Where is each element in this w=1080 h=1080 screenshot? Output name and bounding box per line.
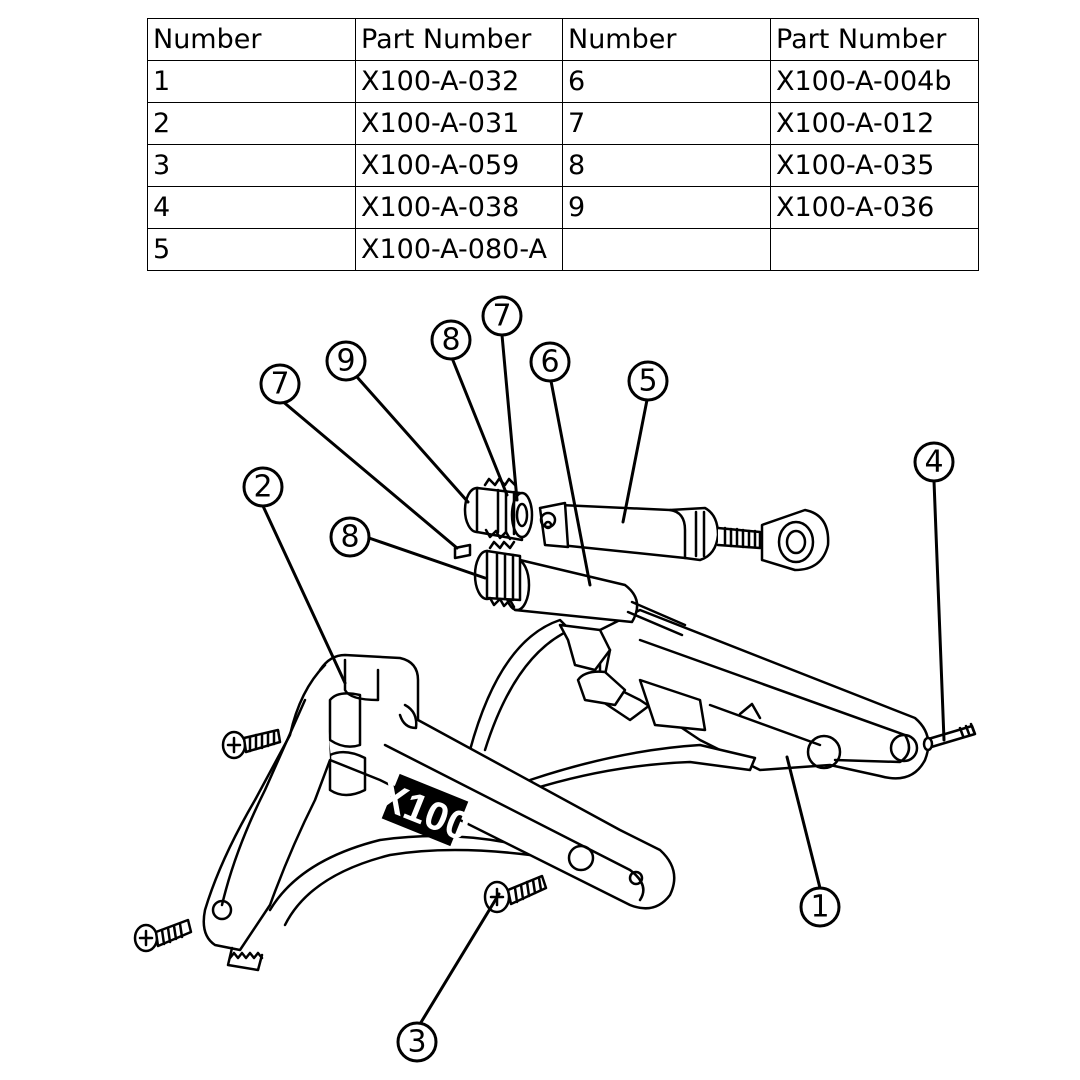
callout-3: 3 — [396, 1021, 438, 1063]
table-row: 5 X100-A-080-A — [147, 228, 979, 271]
header-cell-part-number: Part Number — [770, 18, 979, 61]
header-cell-part-number: Part Number — [355, 18, 563, 61]
table-cell — [562, 228, 771, 271]
screw-left-upper — [221, 728, 282, 760]
upper-gear-assembly — [463, 477, 534, 542]
table-cell: 9 — [562, 186, 771, 229]
table-cell: 6 — [562, 60, 771, 103]
callout-label: 8 — [340, 520, 359, 555]
table-row: 4 X100-A-038 9 X100-A-036 — [147, 186, 979, 229]
table-cell: X100-A-036 — [770, 186, 979, 229]
callout-label: 3 — [407, 1025, 426, 1060]
table-cell: X100-A-012 — [770, 102, 979, 145]
table-cell: X100-A-059 — [355, 144, 563, 187]
screw-front — [483, 874, 548, 914]
leader-lines — [261, 333, 946, 1026]
lower-gear-assembly — [453, 540, 522, 609]
callout-8-upper: 8 — [430, 319, 472, 361]
table-cell: 8 — [562, 144, 771, 187]
pin-part — [922, 722, 977, 752]
frame-curve-lower — [268, 834, 532, 927]
callout-label: 5 — [638, 364, 657, 399]
left-frame — [202, 663, 332, 952]
upper-arm-part — [528, 608, 930, 792]
parts-table: Number Part Number Number Part Number 1 … — [147, 18, 979, 271]
callout-6: 6 — [529, 341, 571, 383]
table-row: 1 X100-A-032 6 X100-A-004b — [147, 60, 979, 103]
lower-arm-part — [318, 653, 676, 910]
exploded-assembly-diagram: X100 1 2 3 4 5 6 7 7 8 8 9 — [133, 295, 977, 1063]
header-cell-number: Number — [147, 18, 356, 61]
callout-1: 1 — [799, 886, 841, 928]
table-cell: 4 — [147, 186, 356, 229]
callout-label: 7 — [270, 367, 289, 402]
table-row: 2 X100-A-031 7 X100-A-012 — [147, 102, 979, 145]
screw-left-lower — [133, 918, 193, 953]
table-cell: X100-A-080-A — [355, 228, 563, 271]
callout-label: 7 — [492, 299, 511, 334]
callout-label: 1 — [810, 890, 829, 925]
table-header-row: Number Part Number Number Part Number — [147, 18, 979, 61]
table-cell: 2 — [147, 102, 356, 145]
gear-segment — [226, 946, 264, 972]
callout-label: 4 — [924, 445, 943, 480]
callout-label: 8 — [441, 323, 460, 358]
table-cell: X100-A-035 — [770, 144, 979, 187]
pivot-hole — [211, 899, 233, 921]
motor-part — [503, 558, 707, 732]
table-cell: 1 — [147, 60, 356, 103]
frame-curve — [468, 618, 572, 752]
callout-label: 2 — [253, 470, 272, 505]
callout-2: 2 — [242, 466, 284, 508]
gear-teeth — [228, 951, 264, 960]
header-cell-number: Number — [562, 18, 771, 61]
callout-9: 9 — [325, 340, 367, 382]
callout-8-lower: 8 — [329, 516, 371, 558]
callout-label: 9 — [336, 344, 355, 379]
table-cell: 5 — [147, 228, 356, 271]
table-cell — [770, 228, 979, 271]
table-cell: X100-A-031 — [355, 102, 563, 145]
table-cell: 7 — [562, 102, 771, 145]
table-cell: 3 — [147, 144, 356, 187]
table-cell: X100-A-038 — [355, 186, 563, 229]
table-row: 3 X100-A-059 8 X100-A-035 — [147, 144, 979, 187]
left-frame-inner — [220, 698, 307, 907]
actuator-part — [538, 501, 830, 572]
callout-5: 5 — [627, 360, 669, 402]
callout-7-lower: 7 — [259, 363, 301, 405]
callout-4: 4 — [913, 441, 955, 483]
callout-7-upper: 7 — [481, 295, 523, 337]
callout-label: 6 — [540, 345, 559, 380]
table-cell: X100-A-032 — [355, 60, 563, 103]
table-cell: X100-A-004b — [770, 60, 979, 103]
